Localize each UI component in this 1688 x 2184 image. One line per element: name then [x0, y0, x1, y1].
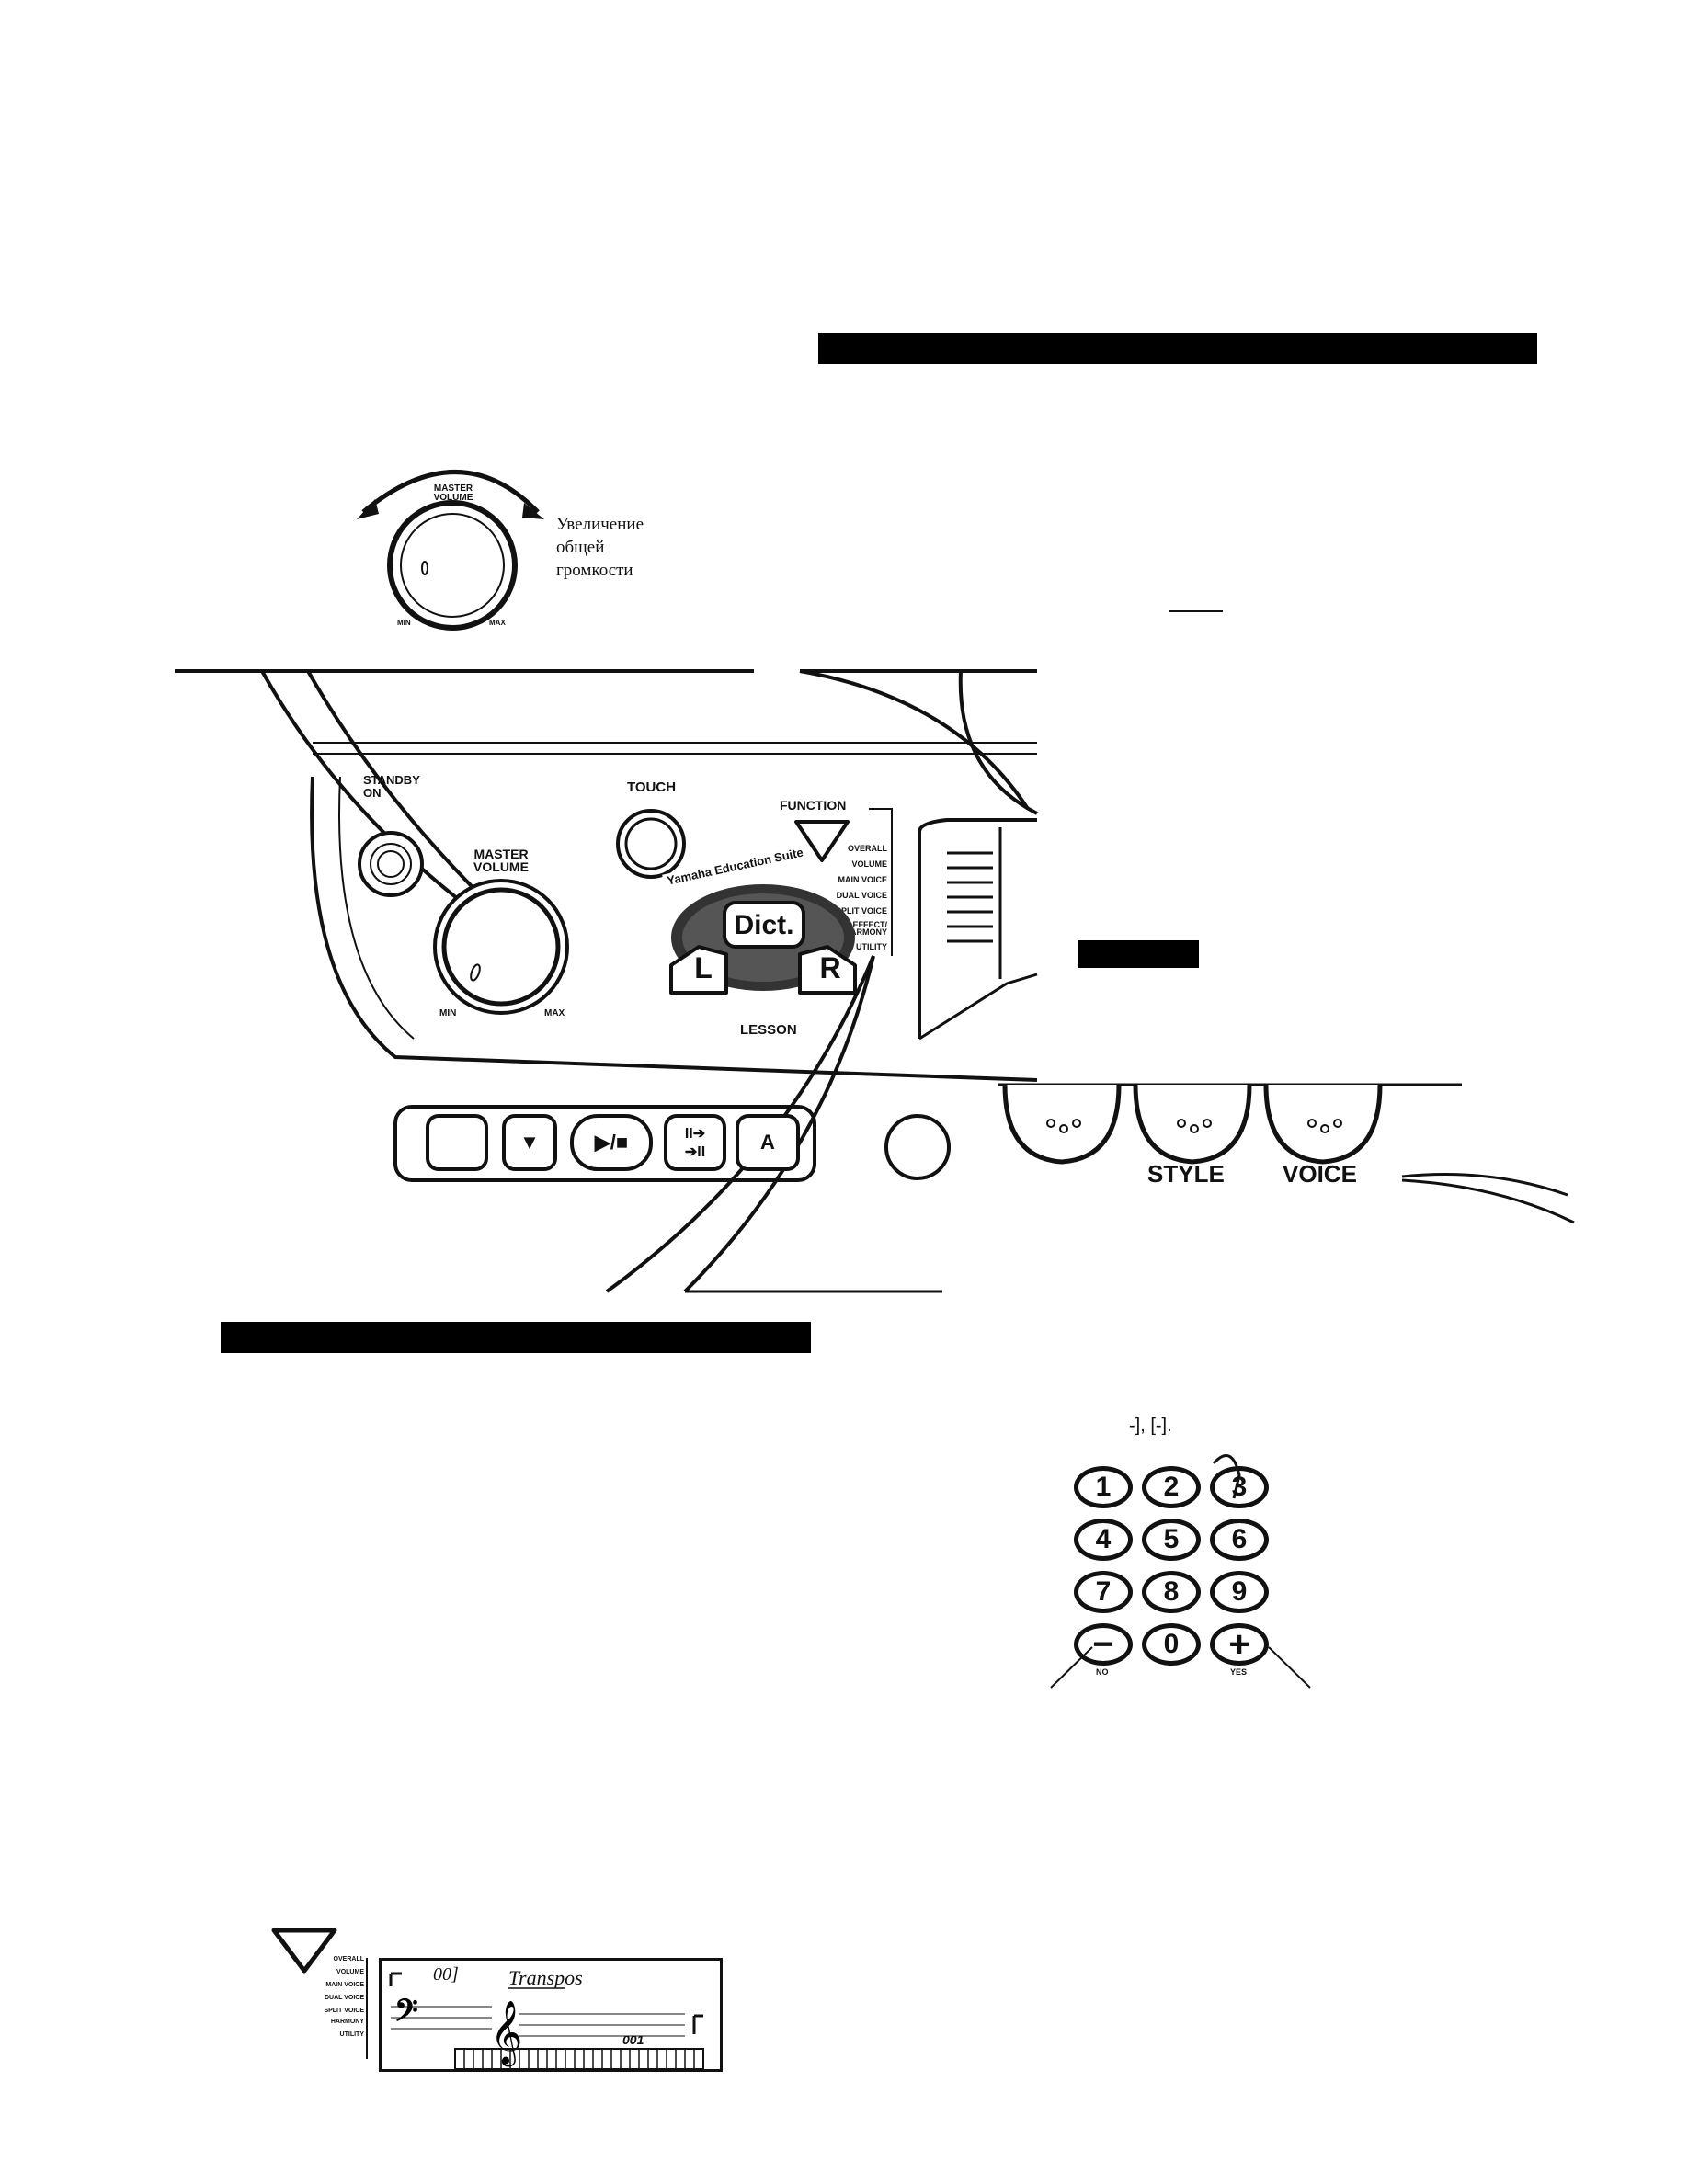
demo-button[interactable]: [881, 1110, 954, 1184]
transport-bar: [393, 1105, 816, 1182]
panel-volume-label: MASTER VOLUME: [473, 847, 529, 874]
lcd-led-harmony: HARMONY: [330, 2019, 364, 2025]
standby-label: STANDBY ON: [363, 773, 420, 800]
start-stop-button[interactable]: ▶/■: [570, 1114, 653, 1171]
dict-button[interactable]: Dict.: [734, 910, 794, 940]
style-label: STYLE: [1147, 1160, 1225, 1188]
intro-ending-button[interactable]: ▼: [502, 1114, 557, 1171]
lcd-led-dual-voice: DUAL VOICE: [324, 1995, 364, 2001]
touch-label: TOUCH: [627, 779, 677, 795]
keypad-key-1[interactable]: 1: [1074, 1466, 1133, 1508]
volume-knob-max: MAX: [489, 619, 506, 627]
volume-caption: Увеличение общей громкости: [556, 513, 644, 582]
lcd-led-utility: UTILITY: [339, 2031, 364, 2038]
keypad-key-0[interactable]: 0: [1142, 1623, 1201, 1666]
svg-text:𝄢: 𝄢: [394, 1993, 418, 2036]
down-arrow-icon: ▼: [519, 1131, 540, 1154]
panel-volume-knob-graphic: [433, 879, 569, 1015]
keypad-key-4[interactable]: 4: [1074, 1519, 1133, 1561]
voice-button[interactable]: [1266, 1085, 1380, 1162]
lcd-led-overall: OVERALL: [333, 1956, 364, 1962]
function-label: FUNCTION: [780, 798, 847, 813]
panel-volume-knob[interactable]: [428, 873, 575, 1020]
svg-text:𝄞: 𝄞: [490, 2000, 522, 2066]
master-volume-illustration: MASTER VOLUME MIN MAX: [349, 455, 680, 639]
keypad-key-9[interactable]: 9: [1210, 1571, 1269, 1613]
lcd-text: Transpos: [508, 1966, 583, 1989]
voice-label: VOICE: [1283, 1160, 1357, 1188]
lcd-screen: 00] Transpos 001 𝄢 𝄞: [379, 1958, 723, 2072]
category-buttons-graphic: [1002, 1084, 1383, 1165]
lcd-bracket-line: [366, 1958, 368, 2059]
lcd-led-volume: VOLUME: [336, 1969, 364, 1975]
volume-caption-line-1: Увеличение: [556, 515, 644, 534]
keypad-key-7[interactable]: 7: [1074, 1571, 1133, 1613]
lcd-led-split-voice: SPLIT VOICE: [324, 2008, 364, 2014]
style-button[interactable]: [1135, 1085, 1249, 1162]
keypad-key-minus[interactable]: −: [1074, 1623, 1133, 1666]
keypad-key-6[interactable]: 6: [1210, 1519, 1269, 1561]
keypad-key-2[interactable]: 2: [1142, 1466, 1201, 1508]
function-led-dual-voice: DUAL VOICE: [836, 891, 887, 900]
function-led-utility: UTILITY: [856, 942, 887, 951]
lesson-label: LESSON: [740, 1022, 797, 1038]
function-led-overall: OVERALL: [847, 844, 887, 853]
lesson-right-button[interactable]: R: [819, 951, 841, 984]
section-heading-bar-top: [818, 333, 1537, 364]
ab-icon: A: [760, 1131, 775, 1154]
keypad-leader-lines: [1050, 1454, 1311, 1689]
keypad-key-plus[interactable]: +: [1210, 1623, 1269, 1666]
volume-caption-line-2: общей: [556, 538, 605, 557]
education-suite-graphic: [669, 884, 857, 995]
ab-repeat-button[interactable]: A: [736, 1114, 800, 1171]
underline-mark: [1169, 610, 1223, 612]
function-led-volume: VOLUME: [851, 859, 887, 869]
standby-button-graphic: [358, 831, 424, 897]
touch-button-graphic: [616, 809, 686, 879]
keypad-no-label: NO: [1096, 1667, 1109, 1677]
section-heading-bar-middle: [221, 1322, 811, 1353]
volume-caption-line-3: громкости: [556, 561, 633, 580]
lcd-staff-graphic: 𝄢 𝄞: [389, 1972, 704, 2070]
lcd-function-triangle-icon: [271, 1928, 337, 1974]
lcd-number: 00]: [433, 1964, 459, 1985]
keypad-yes-label: YES: [1230, 1667, 1248, 1677]
keypad-caption: -], [-].: [1129, 1416, 1172, 1436]
volume-knob-title: MASTER VOLUME: [433, 483, 473, 503]
standby-button[interactable]: [354, 827, 428, 901]
play-stop-icon: ▶/■: [594, 1131, 629, 1154]
lcd-led-main-voice: MAIN VOICE: [325, 1982, 364, 1988]
lesson-left-button[interactable]: L: [694, 951, 713, 984]
keypad-key-5[interactable]: 5: [1142, 1519, 1201, 1561]
pause-forward-icon: II➔➔II: [684, 1126, 706, 1160]
function-led-effect-harmony: EFFECT/ HARMONY: [844, 920, 888, 937]
function-led-split-voice: SPLIT VOICE: [835, 906, 887, 916]
song-button[interactable]: [1005, 1085, 1119, 1162]
volume-knob-min: MIN: [397, 619, 411, 627]
function-triangle-icon: [794, 820, 850, 862]
panel-volume-min: MIN: [439, 1008, 457, 1018]
round-button-graphic: [884, 1114, 951, 1180]
keypad-key-8[interactable]: 8: [1142, 1571, 1201, 1613]
volume-rotation-arrow: [357, 470, 544, 631]
function-led-main-voice: MAIN VOICE: [838, 875, 887, 884]
panel-volume-max: MAX: [544, 1008, 565, 1018]
pause-forward-button[interactable]: II➔➔II: [664, 1114, 726, 1171]
display-label-bar: [1078, 940, 1199, 968]
sync-start-button[interactable]: [426, 1114, 488, 1171]
